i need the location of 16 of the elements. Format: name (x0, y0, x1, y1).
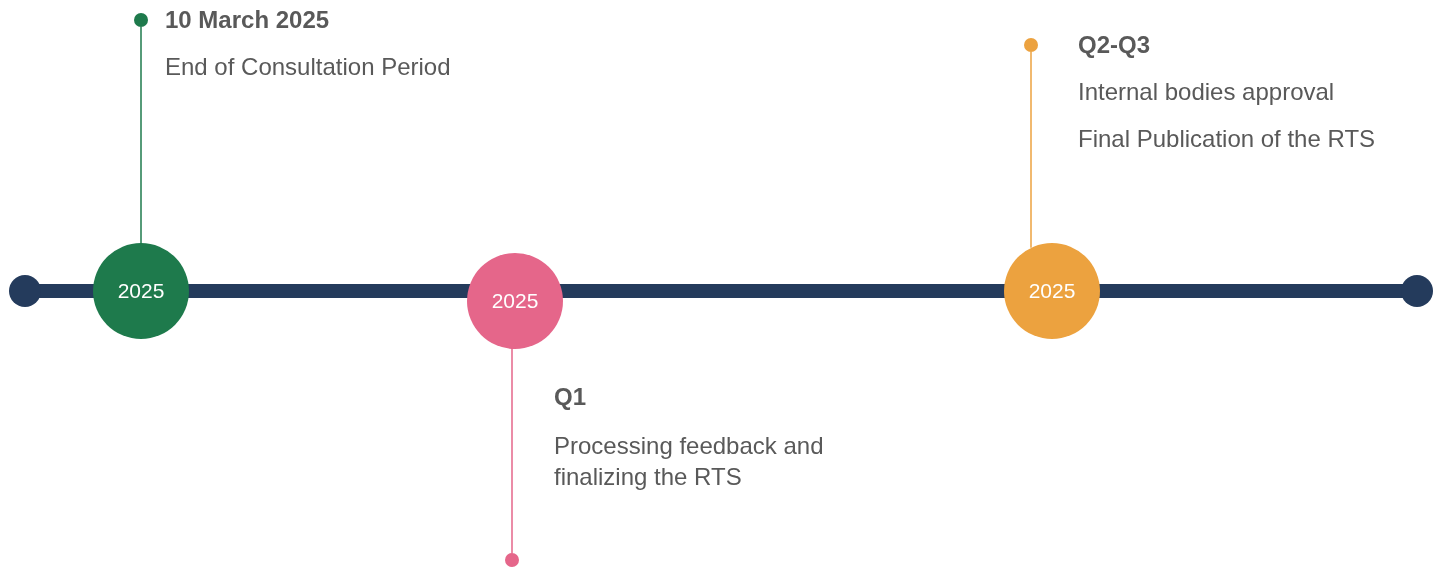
milestone-description: Internal bodies approval (1078, 77, 1336, 108)
milestone-heading: Q2-Q3 (1078, 30, 1152, 60)
leader-line (1030, 51, 1032, 249)
year-label: 2025 (117, 279, 165, 303)
milestone-description: Processing feedback and finalizing the RTS (554, 431, 825, 493)
leader-line (140, 26, 142, 244)
milestone-heading: Q1 (554, 382, 587, 412)
year-label: 2025 (1028, 279, 1076, 303)
milestone-description: End of Consultation Period (165, 52, 452, 83)
marker-dot (134, 13, 148, 27)
marker-dot (1024, 38, 1038, 52)
milestone-heading: 10 March 2025 (165, 5, 331, 35)
marker-dot (505, 553, 519, 567)
leader-line (511, 348, 513, 554)
milestone-description: Final Publication of the RTS (1078, 124, 1377, 155)
year-label: 2025 (491, 289, 539, 313)
